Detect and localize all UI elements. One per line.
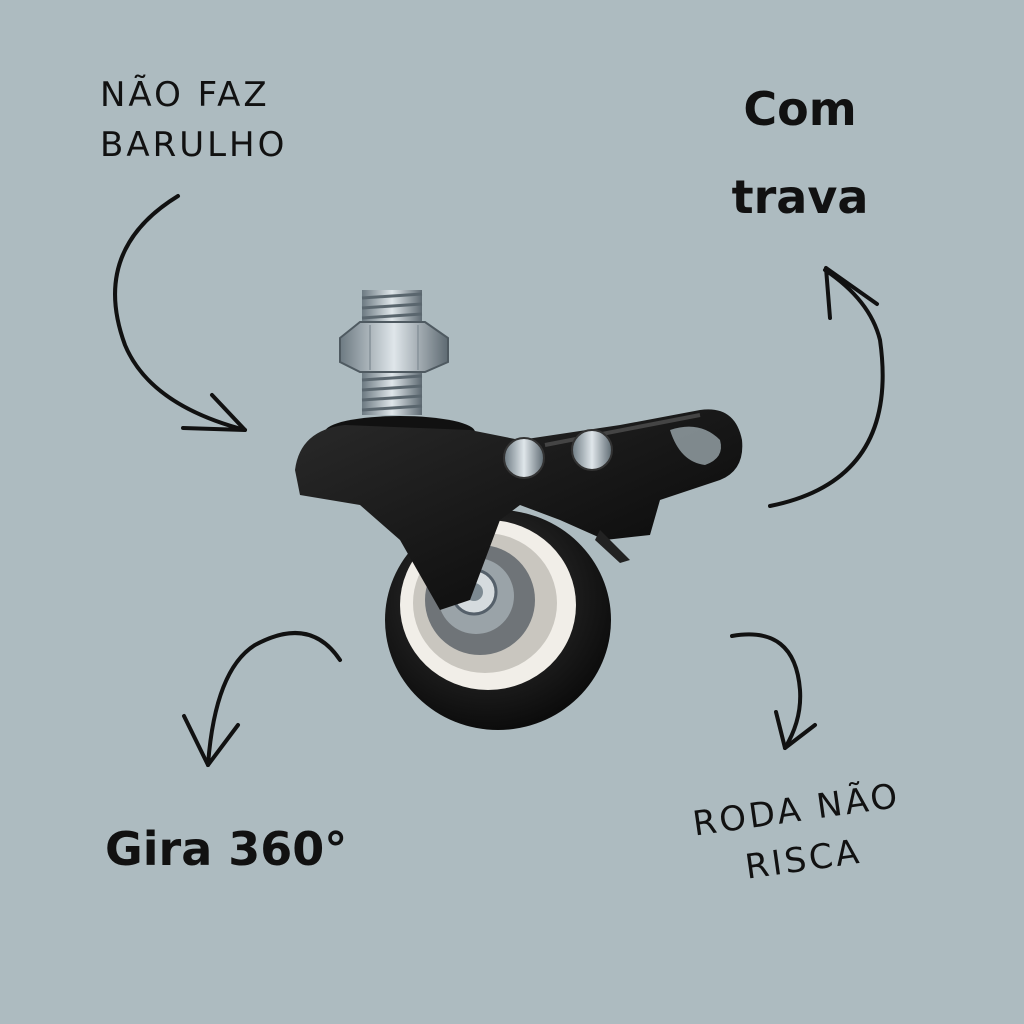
label-brake-line1: Com [743,82,857,136]
arrow-bottomleft-icon [182,631,342,767]
label-brake: Com trava [690,65,910,241]
arrow-topright-icon [768,266,885,508]
caster-frame [295,409,743,610]
arrow-bottomright-icon [730,632,817,750]
label-noise: NÃO FAZ BARULHO [100,70,320,170]
label-swivel: Gira 360° [105,805,405,893]
label-brake-line2: trava [731,170,869,224]
label-swivel-line1: Gira 360° [105,822,348,876]
label-noise-line1: NÃO FAZ [100,75,270,115]
arrow-topleft-icon [113,194,247,432]
label-noise-line2: BARULHO [100,125,288,165]
threaded-bolt [339,290,449,415]
